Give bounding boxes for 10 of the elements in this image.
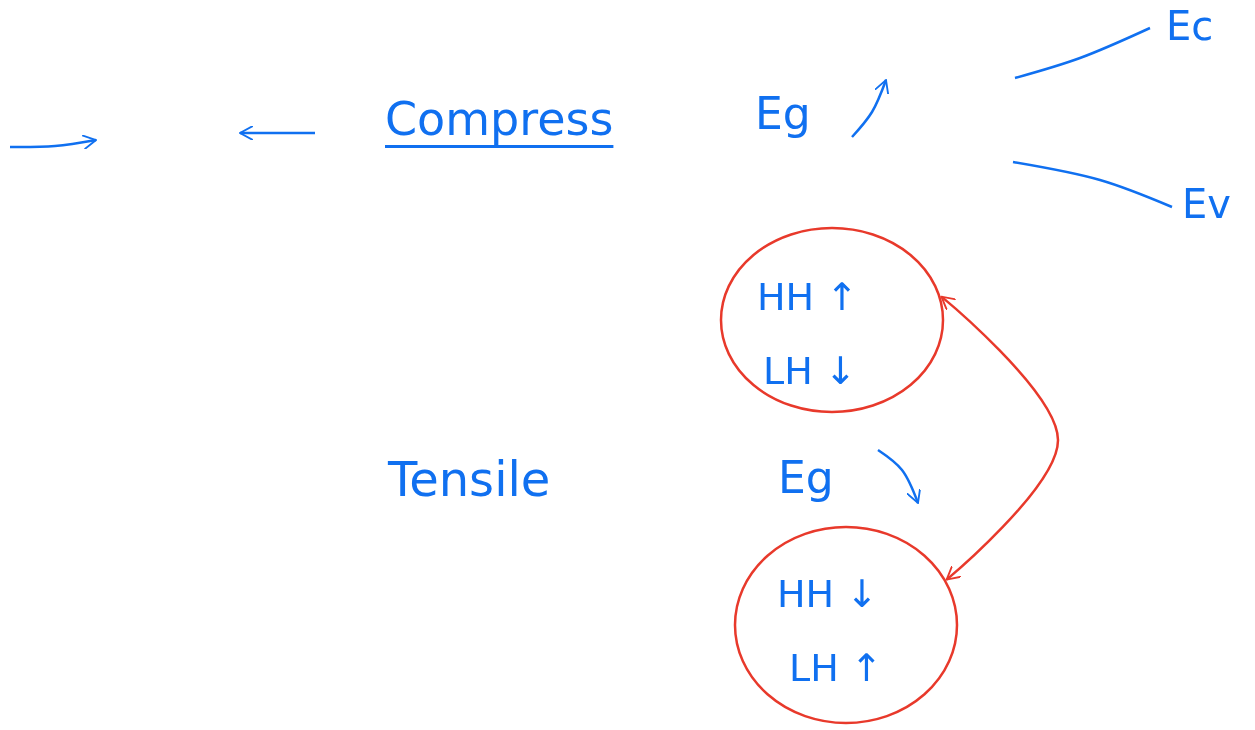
hole-trend-label: HH ↓ [777,575,879,613]
conduction-band-label: Ec [1166,6,1214,46]
band-gap-label: Eg [778,456,834,500]
tensile-label: Tensile [388,455,551,503]
band-gap-label: Eg [755,92,811,136]
double-headed-arrow [940,295,1060,581]
hole-trend-label: HH ↑ [757,278,859,316]
valence-band-label: Ev [1182,184,1231,224]
hole-trend-label: LH ↓ [763,352,857,390]
hole-trend-label: LH ↑ [789,649,883,687]
